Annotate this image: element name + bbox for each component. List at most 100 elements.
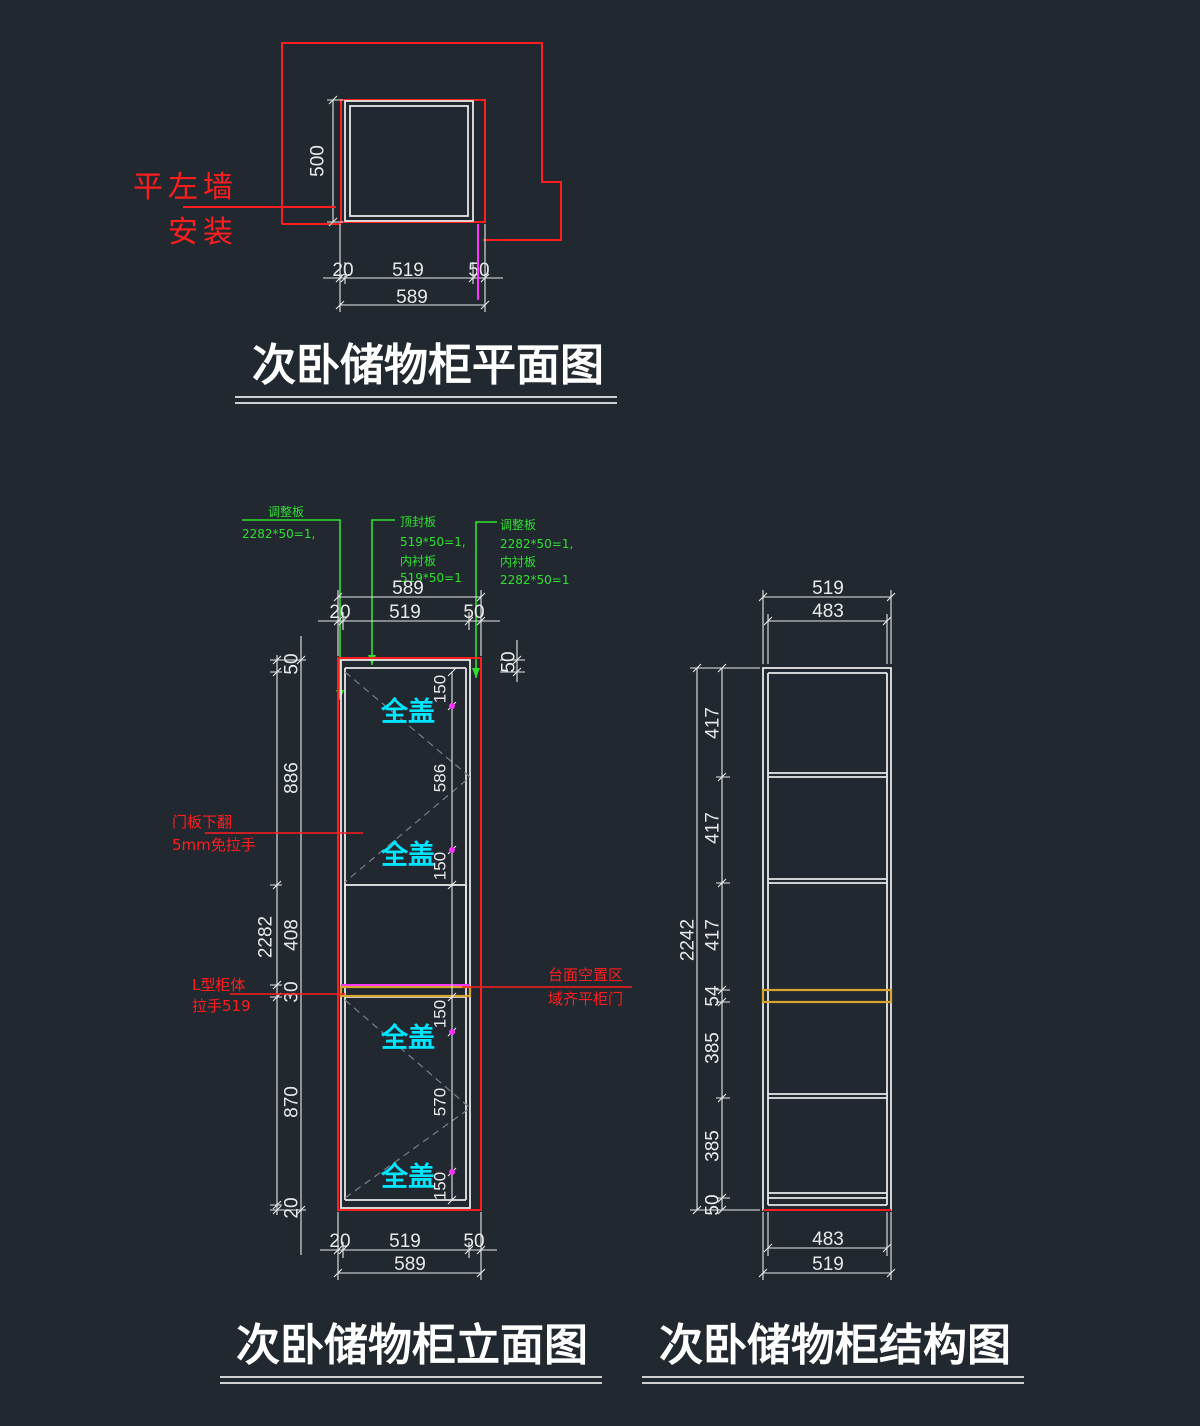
structure-height-chain-5: 385 — [703, 1032, 724, 1064]
body-note-line2: 拉手519 — [192, 997, 251, 1015]
structure-height-chain-dimension-line — [716, 663, 730, 1215]
elevation-title: 次卧储物柜立面图 — [236, 1320, 588, 1371]
left-panel-name: 调整板 — [268, 504, 304, 519]
structure-height-total-dimension-line — [690, 663, 760, 1215]
structure-top-inner-dimension: 483 — [812, 601, 844, 622]
top-panel-lining-name: 内衬板 — [400, 554, 436, 568]
right-panel-lining-name: 内衬板 — [500, 555, 536, 569]
door-chain-3: 150 — [431, 852, 450, 880]
structure-top-outer-dimension: 519 — [812, 578, 844, 599]
structure-height-chain-4: 54 — [703, 985, 724, 1007]
cabinet-plan-outer — [344, 100, 474, 222]
elevation-top-right-height-dimension-line — [500, 640, 525, 682]
elevation-bottom-width-dimension: 519 — [389, 1231, 421, 1252]
door-chain-1: 150 — [431, 675, 450, 703]
structure-height-chain-3: 417 — [703, 919, 724, 951]
right-panel-name: 调整板 — [500, 517, 536, 532]
elevation-bottom-total-dimension-line — [333, 1268, 486, 1278]
upper-door-swing-indicator — [344, 671, 471, 883]
door-overlay-label-4: 全盖 — [380, 1161, 435, 1193]
plan-depth-dimension: 500 — [308, 145, 329, 177]
countertop-shelf — [339, 985, 472, 998]
door-chain-2: 586 — [431, 764, 450, 792]
elevation-height-chain-3: 408 — [282, 919, 303, 951]
elevation-height-total-dimension: 2282 — [256, 916, 277, 958]
lower-door-swing-indicator — [344, 999, 471, 1199]
top-panel-lining-size: 519*50=1 — [400, 571, 462, 585]
door-note-line1: 门板下翻 — [172, 813, 232, 831]
right-panel-lining-size: 2282*50=1 — [500, 573, 570, 587]
elevation-height-chain-1: 50 — [282, 653, 303, 674]
top-panel-leader — [371, 519, 395, 665]
structure-height-chain-1: 417 — [703, 707, 724, 739]
plan-note-line1: 平左墙 — [133, 170, 238, 205]
cabinet-footprint-outline — [340, 99, 486, 223]
structure-bottom-outer-dimension: 519 — [812, 1254, 844, 1275]
right-panel-leader — [475, 521, 497, 678]
door-overlay-label-3: 全盖 — [380, 1022, 435, 1054]
plan-depth-dimension-line — [327, 95, 343, 227]
structure-view: 519 483 2242 417 417 417 54 385 385 50 4… — [642, 578, 1024, 1384]
body-note-line1: L型柜体 — [192, 976, 245, 994]
plan-total-dimension: 589 — [396, 287, 428, 308]
structure-height-chain-7: 50 — [703, 1194, 724, 1215]
counter-note-line1: 台面空置区 — [548, 966, 623, 984]
elevation-height-chain-5: 870 — [282, 1086, 303, 1118]
structure-cabinet-frame — [762, 667, 892, 1211]
structure-height-chain-6: 385 — [703, 1130, 724, 1162]
door-overlay-label-2: 全盖 — [380, 839, 435, 871]
structure-bottom-inner-dimension-line — [763, 1212, 892, 1256]
plan-total-dimension-line — [335, 300, 490, 310]
plan-view: 500 20 519 50 589 平左墙 安装 次卧储物柜平面图 — [133, 42, 617, 404]
plan-left-dimension: 20 — [332, 260, 353, 281]
door-chain-dimension-line — [447, 667, 457, 1205]
elevation-cabinet-inner-frame — [344, 667, 467, 1201]
structure-title-underline — [642, 1376, 1024, 1384]
top-panel-size: 519*50=1, — [400, 535, 466, 549]
elevation-bottom-left-dimension: 20 — [329, 1231, 350, 1252]
elevation-height-chain-6: 20 — [282, 1197, 303, 1218]
door-note-line2: 5mm免拉手 — [172, 836, 256, 854]
structure-bottom-inner-dimension: 483 — [812, 1229, 844, 1250]
handle-point-3 — [449, 1029, 455, 1035]
elevation-top-width-dimension: 519 — [389, 602, 421, 623]
counter-note-line2: 域齐平柜门 — [548, 990, 623, 1008]
plan-width-dimension: 519 — [392, 260, 424, 281]
structure-height-chain-2: 417 — [703, 812, 724, 844]
elevation-bottom-chain-dimension-line — [320, 1212, 497, 1280]
door-overlay-label-1: 全盖 — [380, 696, 435, 728]
door-chain-4: 150 — [431, 1000, 450, 1028]
door-chain-6: 150 — [431, 1172, 450, 1200]
elevation-title-underline — [220, 1376, 602, 1384]
elevation-top-left-dimension: 20 — [329, 602, 350, 623]
open-shelf-compartment — [344, 884, 467, 986]
structure-top-outer-dimension-line — [758, 590, 896, 664]
plan-width-dimension-line — [323, 224, 503, 312]
elevation-bottom-right-dimension: 50 — [463, 1231, 484, 1252]
elevation-top-right-dimension: 50 — [463, 602, 484, 623]
elevation-height-chain-dimension-line — [270, 655, 306, 1215]
structure-shelves — [768, 772, 887, 1199]
handle-point-2 — [449, 847, 455, 853]
structure-top-inner-dimension-line — [763, 614, 892, 664]
door-chain-5: 570 — [431, 1088, 450, 1116]
handle-point-4 — [449, 1169, 455, 1175]
structure-inner-panels — [767, 672, 888, 1206]
plan-note-line2: 安装 — [168, 215, 238, 250]
handle-point-1 — [449, 703, 455, 709]
elevation-top-chain-dimension-line — [318, 590, 500, 656]
elevation-cabinet-outline — [337, 657, 482, 1211]
wall-outline — [281, 42, 562, 241]
left-panel-size: 2282*50=1, — [242, 527, 315, 541]
structure-title: 次卧储物柜结构图 — [659, 1320, 1011, 1371]
right-panel-size: 2282*50=1, — [500, 537, 573, 551]
left-panel-leader — [242, 519, 341, 700]
elevation-cabinet-frame — [340, 659, 471, 1209]
structure-height-total-dimension: 2242 — [678, 919, 699, 961]
elevation-view: 调整板 2282*50=1, 顶封板 519*50=1, 内衬板 519*50=… — [172, 504, 632, 1384]
elevation-top-right-height-dimension: 50 — [499, 651, 520, 672]
elevation-height-chain-2: 886 — [282, 762, 303, 794]
elevation-bottom-total-dimension: 589 — [394, 1254, 426, 1275]
structure-bottom-outer-dimension-line — [758, 1212, 896, 1280]
